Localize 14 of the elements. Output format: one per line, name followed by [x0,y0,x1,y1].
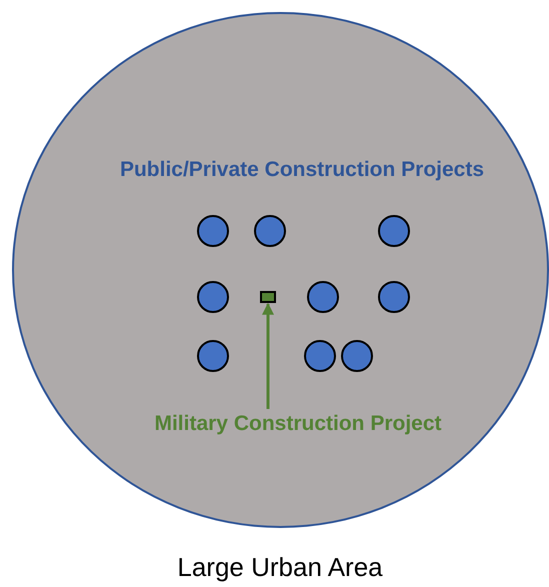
project-circle [304,340,336,372]
project-circle [378,281,410,313]
arrow [262,302,274,409]
group-heading: Public/Private Construction Projects [120,158,484,182]
project-label: Military Construction Project [118,409,478,439]
project-circle [197,215,229,247]
project-circle [307,281,339,313]
project-circle [254,215,286,247]
project-circle [197,340,229,372]
military-project-box [260,291,276,303]
area-caption: Large Urban Area [177,552,383,583]
project-circle [341,340,373,372]
project-circle [197,281,229,313]
project-circle [378,215,410,247]
